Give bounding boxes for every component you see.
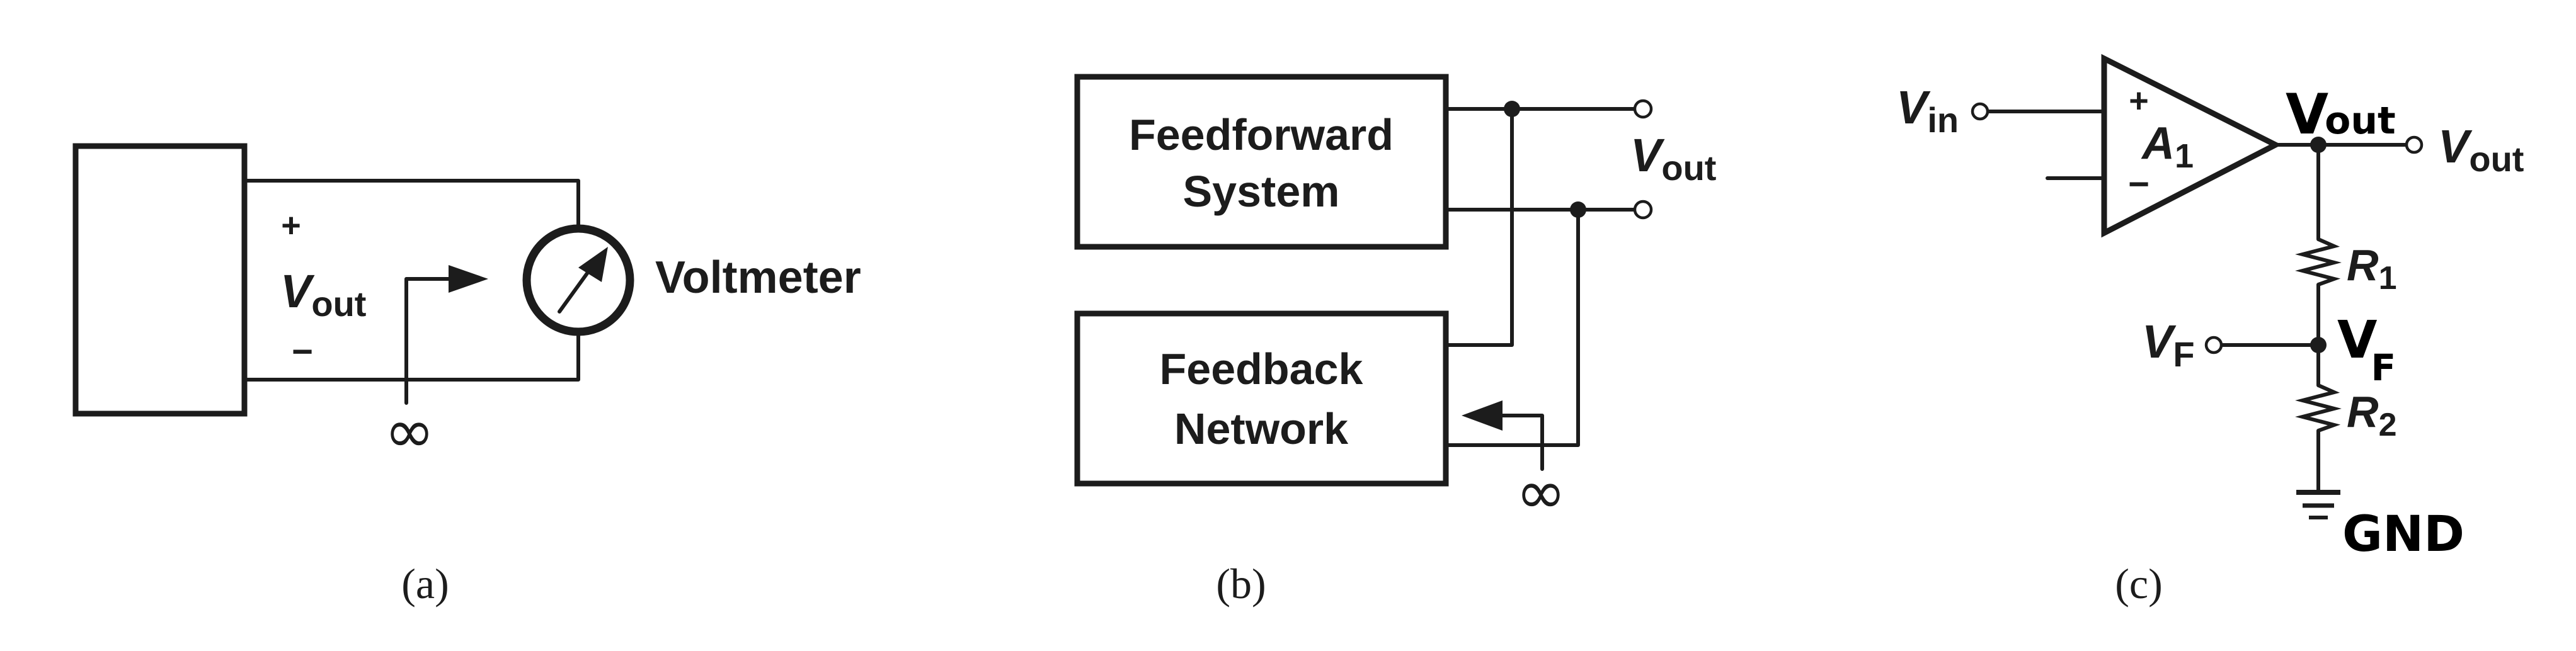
hand-vout-main: V: [2286, 82, 2328, 147]
output-terminal-top: [1633, 99, 1653, 119]
vout-b-main: V: [1630, 129, 1665, 181]
feedback-line2: Network: [1174, 404, 1348, 453]
probe-arrow-line: [404, 277, 455, 405]
r2-resistor: [2295, 383, 2342, 433]
opamp-minus: −: [2128, 164, 2150, 205]
opamp-plus: +: [2129, 82, 2149, 120]
feedforward-block: [1074, 74, 1449, 250]
minus-sign: −: [292, 331, 313, 372]
r1-main: R: [2347, 241, 2379, 290]
opamp-gain-sub: 1: [2175, 137, 2194, 175]
r1-resistor: [2295, 237, 2342, 286]
r2-main: R: [2347, 387, 2379, 436]
voltmeter-circle: [522, 224, 634, 336]
vout-c-main: V: [2438, 120, 2473, 173]
vf-terminal: [2204, 336, 2223, 354]
panel-a: + Vout − ∞ Voltmeter (a): [72, 143, 861, 608]
probe-arrowhead: [449, 265, 488, 293]
hand-vout-sub: out: [2325, 99, 2396, 143]
caption-b: (b): [1216, 560, 1266, 608]
r1-sub: 1: [2379, 260, 2397, 297]
vf-main: V: [2142, 315, 2177, 368]
opamp-triangle: [2101, 54, 2282, 238]
infinity-symbol: ∞: [384, 396, 435, 467]
caption-c: (c): [2115, 560, 2162, 608]
plus-sign: +: [281, 207, 301, 244]
feedforward-line2: System: [1182, 167, 1339, 216]
hand-vf-sub: F: [2371, 346, 2396, 389]
ground-symbol: [2296, 490, 2340, 519]
vout-label-sub: out: [311, 284, 366, 324]
bottom-wire: [243, 332, 580, 382]
vout-label-main: V: [280, 265, 315, 317]
vin-main: V: [1896, 81, 1931, 133]
feedforward-line1: Feedforward: [1129, 110, 1394, 159]
voltmeter-label: Voltmeter: [655, 252, 861, 303]
vf-sub: F: [2173, 334, 2194, 374]
probe-arrow-line-b: [1497, 414, 1544, 471]
vout-terminal-c: [2405, 135, 2424, 154]
panel-c: + − A1 Vin Vout Vout R1 VF: [1896, 54, 2524, 608]
top-wire: [243, 179, 580, 229]
feedback-block: [1074, 310, 1449, 487]
handwritten-vout-annotation: Vout: [2286, 82, 2396, 147]
vin-sub: in: [1927, 100, 1959, 140]
source-block: [72, 143, 248, 417]
junction-top: [1504, 101, 1520, 117]
vin-label: Vin: [1896, 81, 1959, 140]
vout-label: Vout: [280, 265, 366, 324]
r1-label: R1: [2347, 241, 2396, 297]
hand-vf-main: V: [2337, 310, 2378, 370]
vout-b-sub: out: [1661, 148, 1716, 188]
r2-label: R2: [2347, 387, 2396, 443]
voltmeter-needle-arrowhead: [578, 247, 608, 282]
vf-label: VF: [2142, 315, 2195, 374]
vout-label-c: Vout: [2438, 120, 2524, 179]
sense-wire-top: [1444, 107, 1514, 347]
opamp-gain-label: A1: [2141, 118, 2194, 175]
feedback-line1: Feedback: [1160, 344, 1363, 393]
infinity-symbol-b: ∞: [1516, 457, 1566, 528]
r2-sub: 2: [2379, 407, 2397, 443]
sense-wire-bottom: [1444, 208, 1580, 447]
opamp-gain-main: A: [2141, 118, 2175, 169]
junction-bottom: [1570, 201, 1586, 218]
voltmeter-needle: [558, 269, 591, 314]
vout-c-sub: out: [2469, 139, 2524, 179]
panel-b: Feedforward System Feedback Network Vout…: [1074, 74, 1716, 608]
caption-a: (a): [401, 560, 449, 608]
vin-terminal: [1971, 102, 1989, 121]
handwritten-vf-annotation: VF: [2337, 310, 2396, 389]
probe-arrowhead-b: [1462, 400, 1503, 431]
output-terminal-bottom: [1633, 200, 1653, 220]
handwritten-gnd-annotation: GND: [2342, 506, 2464, 563]
vout-label-b: Vout: [1630, 129, 1716, 188]
